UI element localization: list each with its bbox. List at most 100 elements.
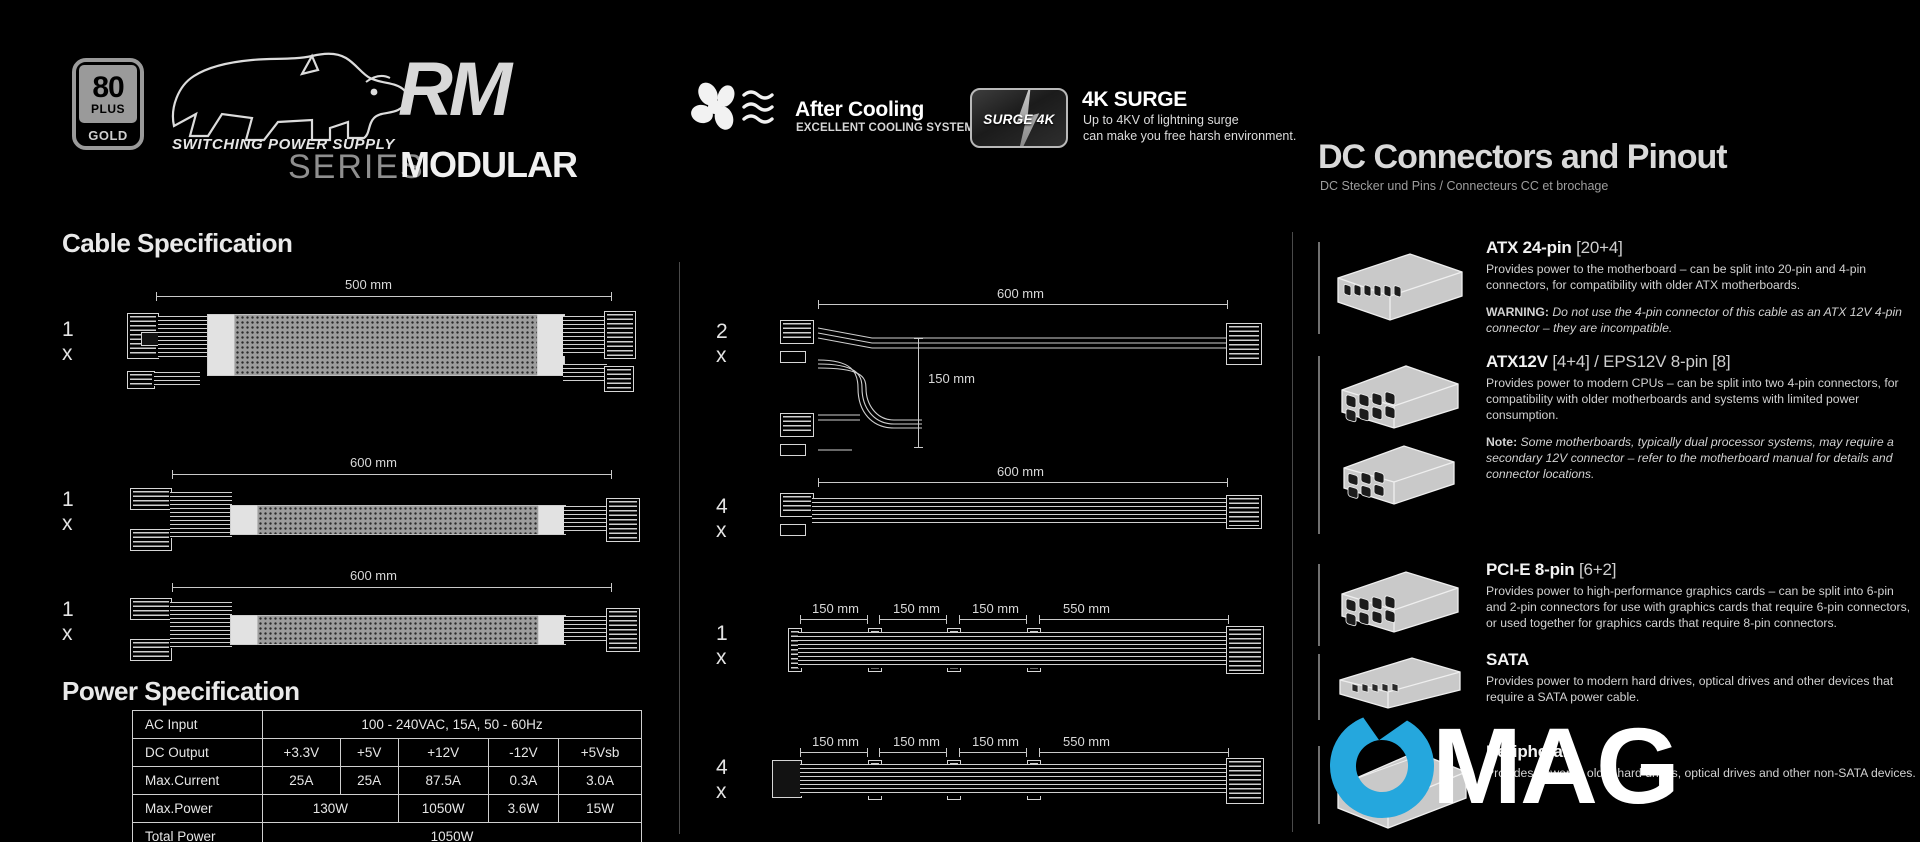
accent-bar xyxy=(1318,242,1320,334)
sleeve-cap-right xyxy=(538,615,566,645)
cell: 3.0A xyxy=(558,766,642,795)
cable-wires-right-2 xyxy=(563,364,607,382)
dc-body: Provides power to modern hard drives, op… xyxy=(1486,674,1894,705)
cable-path-graphic xyxy=(817,327,1236,451)
surge-badge-label: SURGE 4K xyxy=(983,112,1055,127)
rm-logo: RM xyxy=(398,47,512,132)
sleeve-cap-left xyxy=(230,505,258,535)
surge-line-1: Up to 4KV of lightning surge xyxy=(1083,113,1239,127)
dc-note-label: WARNING: xyxy=(1486,305,1549,320)
connector-cpu-a xyxy=(130,488,172,510)
connector-pcie-top xyxy=(780,320,814,344)
segment-label-2: 150 mm xyxy=(893,734,940,749)
column-divider-2 xyxy=(1292,232,1293,832)
accent-bar xyxy=(1318,356,1320,534)
connector-psu-aux xyxy=(604,366,634,392)
power-specification-table: AC Input 100 - 240VAC, 15A, 50 - 60Hz DC… xyxy=(132,710,642,842)
dc-connectors-title: DC Connectors and Pinout xyxy=(1318,138,1728,176)
dimension-line xyxy=(172,470,612,479)
badge-80-plus-inner: 80 PLUS xyxy=(79,65,137,123)
cell: 0.3A xyxy=(487,766,560,795)
cable-sleeve xyxy=(257,615,539,645)
rhino-logo-icon xyxy=(160,48,420,153)
peripheral-molex-connector-icon xyxy=(1332,742,1472,837)
dimension-line xyxy=(818,300,1228,309)
accent-bar xyxy=(1318,654,1320,720)
table-row: Total Power 1050W xyxy=(132,822,642,842)
segment-dimension-4 xyxy=(1039,615,1229,624)
table-row: Max.Power 130W 1050W 3.6W 15W xyxy=(132,794,642,823)
connector-pcie-top-2pin xyxy=(780,351,806,363)
cell: 25A xyxy=(339,766,399,795)
cable-qty: 1 x xyxy=(716,622,729,669)
dimension-line xyxy=(156,292,612,301)
dc-heading: Peripheral xyxy=(1486,742,1916,762)
connector-pcie-bottom-2pin xyxy=(780,444,806,456)
dc-text-block: PCI-E 8-pin [6+2] Provides power to high… xyxy=(1486,560,1916,631)
after-cooling-title: After Cooling xyxy=(795,98,925,121)
atx12v-4plus4-connector-icon xyxy=(1332,434,1468,511)
row-value: 1050W xyxy=(262,822,642,842)
segment-label-2: 150 mm xyxy=(893,601,940,616)
dc-text-block: ATX12V [4+4] / EPS12V 8-pin [8] Provides… xyxy=(1486,352,1916,483)
cable-wires-right xyxy=(563,316,607,356)
fan-cooling-icon xyxy=(690,82,790,139)
dc-connectors-subtitle: DC Stecker und Pins / Connecteurs CC et … xyxy=(1320,179,1609,193)
segment-dimension-3 xyxy=(959,615,1027,624)
connector-psu-24 xyxy=(604,311,636,359)
cable-qty: 1 x xyxy=(62,598,75,645)
dc-note: WARNING: Do not use the 4-pin connector … xyxy=(1486,304,1916,336)
segment-label-3: 150 mm xyxy=(972,734,1019,749)
connector-atx4 xyxy=(127,371,155,389)
dc-bracket: [4+4] / EPS12V 8-pin [8] xyxy=(1552,352,1731,371)
badge-80-plus-gold: 80 PLUS GOLD xyxy=(72,58,144,150)
cable-wires-branch xyxy=(154,372,200,386)
cell: 87.5A xyxy=(397,766,489,795)
cable-sleeve xyxy=(234,314,538,376)
cell: +12V xyxy=(397,738,489,767)
cell: +3.3V xyxy=(262,738,341,767)
cell: 1050W xyxy=(397,794,489,823)
dc-text-block: Peripheral Provides power to older hard … xyxy=(1486,742,1916,781)
sata-connector-icon xyxy=(1332,650,1468,717)
dimension-line xyxy=(818,478,1228,487)
segment-label-3: 150 mm xyxy=(972,601,1019,616)
connector-psu-pcie xyxy=(1226,495,1262,529)
dc-bracket: [6+2] xyxy=(1579,560,1617,579)
segment-dimension-2 xyxy=(879,748,947,757)
connector-pcie-2pin xyxy=(780,524,806,536)
modular-word: MODULAR xyxy=(400,144,578,185)
segment-dimension-1 xyxy=(800,615,868,624)
connector-psu-peripheral xyxy=(1226,758,1264,804)
connector-psu-pcie xyxy=(1226,323,1262,365)
cable-specification-title: Cable Specification xyxy=(62,228,293,258)
accent-bar xyxy=(1318,564,1320,646)
cable-wires xyxy=(798,632,1228,668)
cable-wires-left xyxy=(158,316,210,358)
sleeve-cap-left xyxy=(230,615,258,645)
segment-dimension-4 xyxy=(1039,748,1229,757)
cable-qty: 4 x xyxy=(716,495,729,542)
dc-name: Peripheral xyxy=(1486,742,1568,761)
dc-name: ATX12V xyxy=(1486,352,1548,371)
dc-name: ATX 24-pin xyxy=(1486,238,1572,257)
dc-heading: ATX 24-pin [20+4] xyxy=(1486,238,1916,258)
connector-cpu-b xyxy=(130,529,172,551)
connector-psu-cpu xyxy=(606,498,640,542)
series-word: SERIES xyxy=(288,148,425,186)
connector-psu-cpu xyxy=(606,608,640,652)
power-specification-title: Power Specification xyxy=(62,676,300,706)
dc-body: Provides power to modern CPUs – can be s… xyxy=(1486,376,1899,423)
connector-pcie-bottom xyxy=(780,413,814,437)
atx-24pin-connector-icon xyxy=(1332,238,1468,329)
dc-text-block: SATA Provides power to modern hard drive… xyxy=(1486,650,1916,705)
peripheral-connector-head xyxy=(772,760,802,798)
badge-number: 80 xyxy=(92,71,124,104)
row-label: Max.Current xyxy=(132,766,263,795)
dimension-line xyxy=(172,583,612,592)
sleeve-cap-left xyxy=(207,314,235,376)
row-label: AC Input xyxy=(132,710,263,739)
dc-body: Provides power to older hard drives, opt… xyxy=(1486,766,1916,780)
table-row: AC Input 100 - 240VAC, 15A, 50 - 60Hz xyxy=(132,710,642,739)
cell: +5V xyxy=(339,738,399,767)
